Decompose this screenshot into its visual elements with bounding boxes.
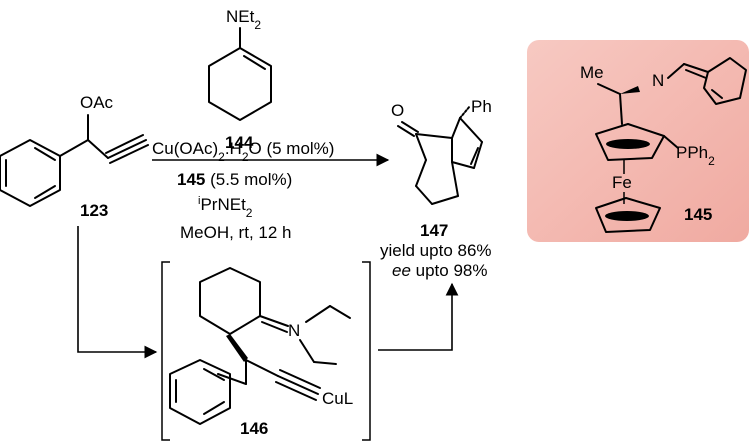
- acetate-group-label: OAc: [80, 93, 114, 112]
- ee-text: ee upto 98%: [392, 261, 487, 280]
- diethyl-groups: [299, 305, 351, 365]
- compound-number-145: 145: [684, 205, 712, 224]
- alkyne-bond: [105, 134, 149, 164]
- upper-cyclopentadienyl: [595, 123, 665, 161]
- condition-ligand: 145 (5.5 mol%): [177, 170, 292, 189]
- phenyl-ring-123: [0, 139, 89, 207]
- phenyl-substituent-label: Ph: [471, 97, 492, 116]
- pyridine-ring: [703, 57, 747, 105]
- compound-number-144: 144: [225, 133, 254, 152]
- compound-number-146: 146: [240, 419, 268, 438]
- condition-catalyst: Cu(OAc)2.H2O (5 mol%): [152, 139, 334, 164]
- compound-number-147: 147: [420, 221, 448, 240]
- ligand-145-panel: Me N PPh2 Fe 145: [527, 40, 749, 242]
- lower-cyclopentadienyl: [595, 197, 661, 233]
- arrow-to-intermediate: [77, 226, 158, 359]
- imine-nitrogen-label: N: [652, 71, 664, 90]
- bracket-right: [362, 261, 371, 441]
- iminium-nitrogen-label: N: [288, 321, 300, 340]
- compound-144: NEt2 144: [208, 7, 272, 152]
- iron-label: Fe: [612, 173, 632, 192]
- ketone-oxygen-label: O: [391, 101, 404, 120]
- compound-number-123: 123: [80, 201, 108, 220]
- cyclohexylidene-ring: [199, 267, 289, 335]
- yield-text: yield upto 86%: [380, 241, 492, 260]
- condition-base: iPrNEt2: [198, 195, 253, 220]
- phosphine-label: PPh2: [676, 143, 715, 168]
- phenyl-ring-146: [169, 359, 247, 425]
- enamine-group-label: NEt2: [226, 7, 261, 32]
- stereocenter-wedge: [226, 334, 248, 385]
- cyclohexene-ring: [208, 27, 272, 121]
- methyl-label: Me: [580, 63, 604, 82]
- bracket-left: [161, 261, 170, 441]
- bicyclic-skeleton: [397, 105, 483, 205]
- intermediate-146: N CuL 146: [161, 261, 371, 441]
- condition-solvent: MeOH, rt, 12 h: [180, 223, 291, 242]
- copper-ligand-label: CuL: [322, 389, 353, 408]
- ligand-backbone: [597, 63, 709, 125]
- copper-acetylide: [245, 359, 321, 401]
- arrow-to-product: [378, 282, 459, 351]
- reaction-conditions: Cu(OAc)2.H2O (5 mol%) 145 (5.5 mol%) iPr…: [152, 139, 334, 242]
- compound-147: O Ph 147 yield upto 86% ee upto 98%: [380, 97, 492, 280]
- compound-123: OAc 123: [0, 93, 149, 220]
